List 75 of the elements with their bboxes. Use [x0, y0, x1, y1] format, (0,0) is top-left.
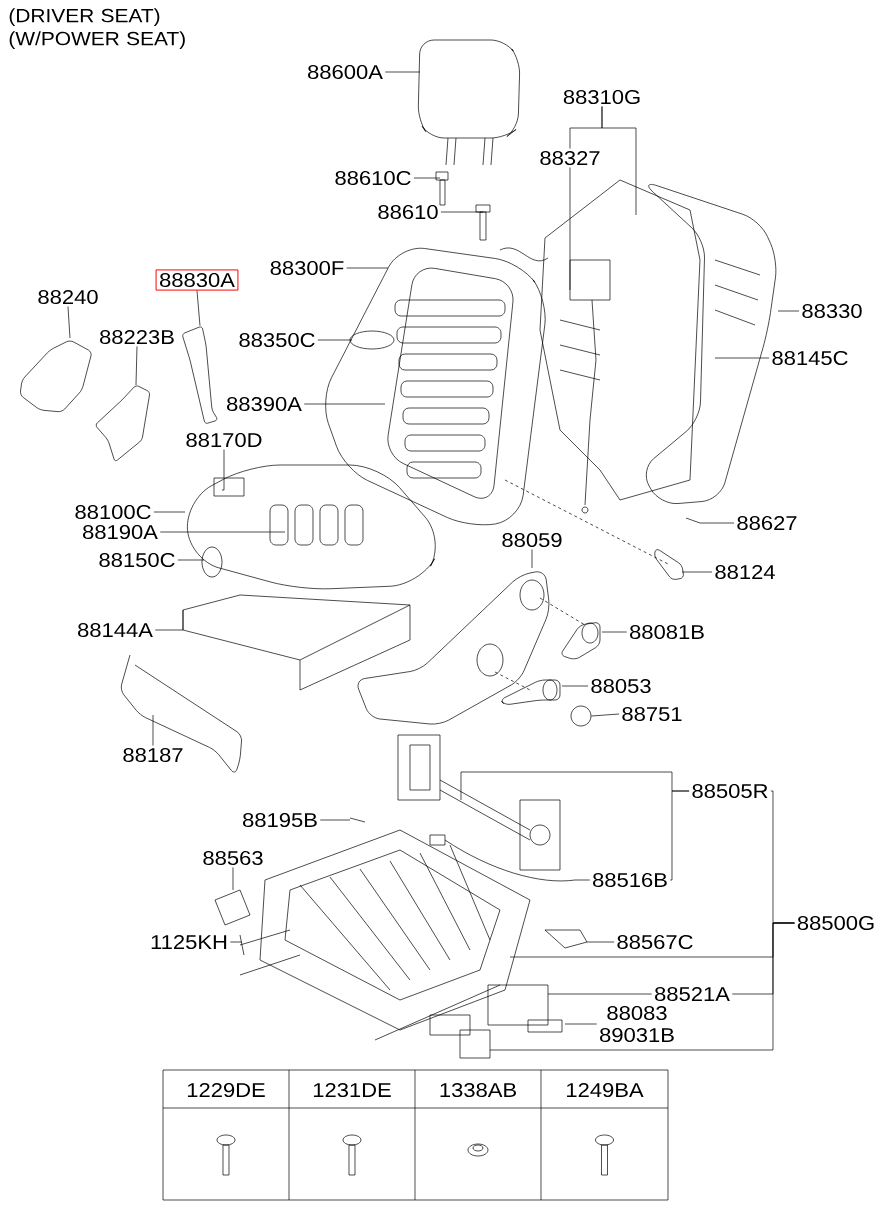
- leader-line: [699, 522, 735, 524]
- leader-line: [569, 106, 603, 149]
- part-number: 88170D: [186, 432, 262, 448]
- leader-line: [67, 306, 71, 339]
- part-number: 88300F: [270, 260, 344, 276]
- leader-line: [319, 819, 351, 821]
- part-number: 88610C: [335, 170, 411, 186]
- leader-line: [714, 357, 770, 359]
- leader-line: [601, 631, 628, 633]
- leader-line: [547, 993, 653, 995]
- part-number: 88150C: [99, 552, 175, 568]
- leader-line: [586, 941, 615, 943]
- leader-line: [346, 267, 389, 269]
- leader-line: [569, 167, 571, 291]
- cap-drawing: [570, 705, 592, 727]
- part-number: 88330: [802, 303, 862, 319]
- table-header-cell: 1249BA: [567, 1082, 644, 1098]
- table-header-cell: 1229DE: [187, 1082, 265, 1098]
- part-number: 88310G: [563, 89, 640, 105]
- table-header-cell: 1231DE: [313, 1082, 391, 1098]
- leader-line: [223, 449, 225, 491]
- part-number: 88240: [38, 289, 98, 305]
- leader-line: [177, 559, 205, 561]
- part-number: 88187: [123, 747, 183, 763]
- part-number: 88610: [378, 204, 438, 220]
- part-number: 88521A: [655, 986, 730, 1002]
- leader-line: [574, 879, 591, 881]
- part-number: 88083 89031B: [600, 1005, 674, 1043]
- leader-line: [413, 177, 441, 179]
- part-number: 88390A: [227, 396, 302, 412]
- leader-line: [531, 549, 533, 569]
- part-number: 88563: [203, 850, 263, 866]
- leader-line: [591, 713, 620, 717]
- highlighted-part-number: 88830A: [155, 269, 239, 291]
- part-number: 88223B: [100, 329, 174, 345]
- leader-line: [317, 339, 353, 341]
- part-number: 88081B: [630, 624, 704, 640]
- leader-line: [440, 211, 484, 213]
- leader-line: [154, 629, 184, 631]
- part-number: 88145C: [772, 350, 848, 366]
- leader-line: [232, 867, 234, 891]
- buckle-drawing: [182, 326, 218, 424]
- leader-line: [669, 790, 690, 881]
- part-number: 88516B: [593, 872, 667, 888]
- part-number: 88505R: [692, 783, 768, 799]
- part-number: 88195B: [243, 812, 317, 828]
- part-number: 88751: [622, 706, 682, 722]
- part-number: 88100C: [75, 504, 151, 520]
- table-header-cell: 1338AB: [440, 1082, 516, 1098]
- leader-line: [303, 403, 386, 405]
- leader-line: [159, 531, 286, 533]
- leader-line: [196, 290, 201, 326]
- part-number: 88627: [737, 515, 797, 531]
- part-number: 88053: [591, 678, 651, 694]
- part-number: 88327: [540, 150, 600, 166]
- leader-line: [777, 310, 800, 312]
- leader-line: [489, 922, 795, 1051]
- leader-line: [384, 71, 421, 73]
- leader-line: [561, 685, 589, 687]
- part-number: 88190A: [83, 524, 158, 540]
- part-number: 88144A: [78, 622, 153, 638]
- title: (DRIVER SEAT) (W/POWER SEAT): [9, 8, 185, 50]
- leader-line: [153, 511, 186, 513]
- part-number: 88600A: [308, 64, 383, 80]
- part-number: 88500G: [797, 915, 874, 931]
- part-number: 88059: [502, 532, 562, 548]
- leader-line: [152, 714, 154, 746]
- part-number: 1125KH: [151, 934, 227, 950]
- leader-line: [229, 941, 243, 943]
- part-number: 88124: [715, 564, 775, 580]
- leader-line: [564, 1023, 598, 1025]
- part-number: 88350C: [239, 332, 315, 348]
- leader-line: [681, 571, 713, 573]
- leader-line: [135, 346, 138, 386]
- part-number: 88567C: [617, 934, 693, 950]
